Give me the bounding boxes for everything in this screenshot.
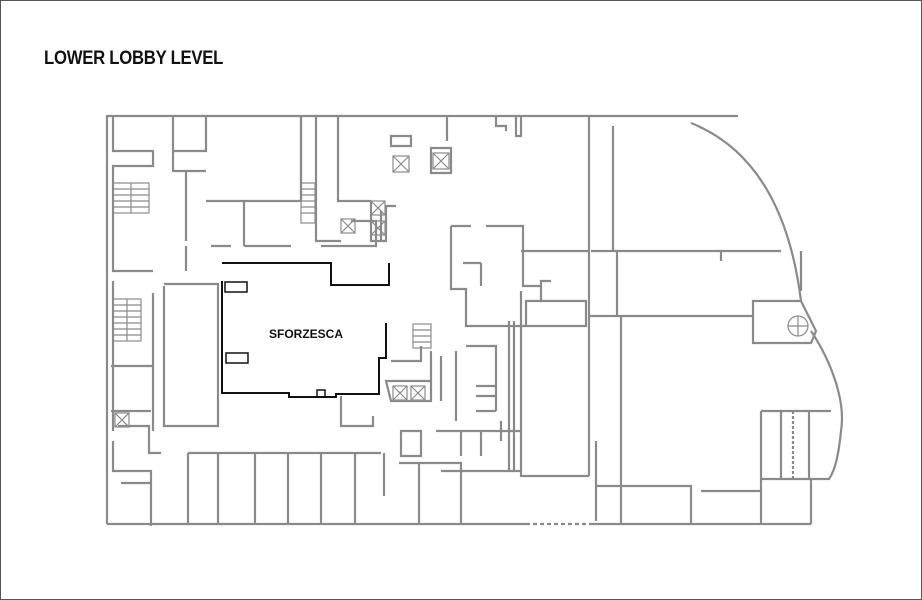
- room-label-sforzesca: SFORZESCA: [269, 327, 343, 341]
- building-outline: [105, 114, 843, 526]
- stairs: [112, 182, 809, 349]
- sforzesca-room: SFORZESCA: [221, 262, 390, 398]
- page-title: LOWER LOBBY LEVEL: [44, 48, 224, 69]
- interior-walls: [111, 116, 831, 526]
- elevators: [114, 152, 450, 428]
